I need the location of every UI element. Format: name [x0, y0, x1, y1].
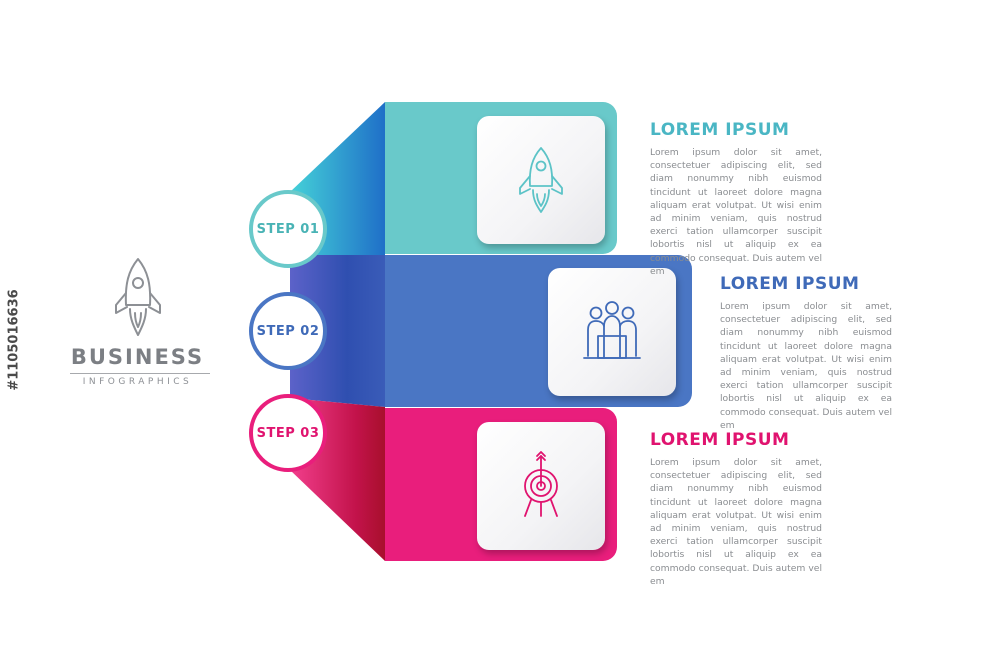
step-3-card — [477, 422, 605, 550]
business-logo: BUSINESS INFOGRAPHICS — [60, 255, 215, 395]
step-3-badge: STEP 03 — [249, 394, 327, 472]
step-1-text: LOREM IPSUM Lorem ipsum dolor sit amet, … — [650, 120, 822, 278]
step-2-label: STEP 02 — [256, 323, 320, 339]
step-1-body: Lorem ipsum dolor sit amet, consectetuer… — [650, 147, 822, 277]
step-2-badge: STEP 02 — [249, 292, 327, 370]
step-3-body: Lorem ipsum dolor sit amet, consectetuer… — [650, 457, 822, 587]
logo-divider — [70, 373, 210, 374]
step-2-card — [548, 268, 676, 396]
target-icon — [524, 451, 558, 517]
team-icon — [583, 301, 641, 359]
step-3-label: STEP 03 — [256, 425, 320, 441]
rocket-icon — [115, 258, 161, 336]
logo-subtitle: INFOGRAPHICS — [82, 377, 193, 387]
rocket-icon — [519, 147, 563, 213]
panel-2 — [290, 255, 385, 407]
step-2-heading: LOREM IPSUM — [720, 274, 860, 294]
step-3-text: LOREM IPSUM Lorem ipsum dolor sit amet, … — [650, 430, 822, 588]
step-1-label: STEP 01 — [256, 221, 320, 237]
step-3-heading: LOREM IPSUM — [650, 430, 790, 450]
logo-title: BUSINESS — [70, 345, 205, 369]
step-2-body: Lorem ipsum dolor sit amet, consectetuer… — [720, 301, 892, 431]
step-1-heading: LOREM IPSUM — [650, 120, 790, 140]
step-1-badge: STEP 01 — [249, 190, 327, 268]
step-2-text: LOREM IPSUM Lorem ipsum dolor sit amet, … — [720, 274, 892, 432]
step-1-card — [477, 116, 605, 244]
